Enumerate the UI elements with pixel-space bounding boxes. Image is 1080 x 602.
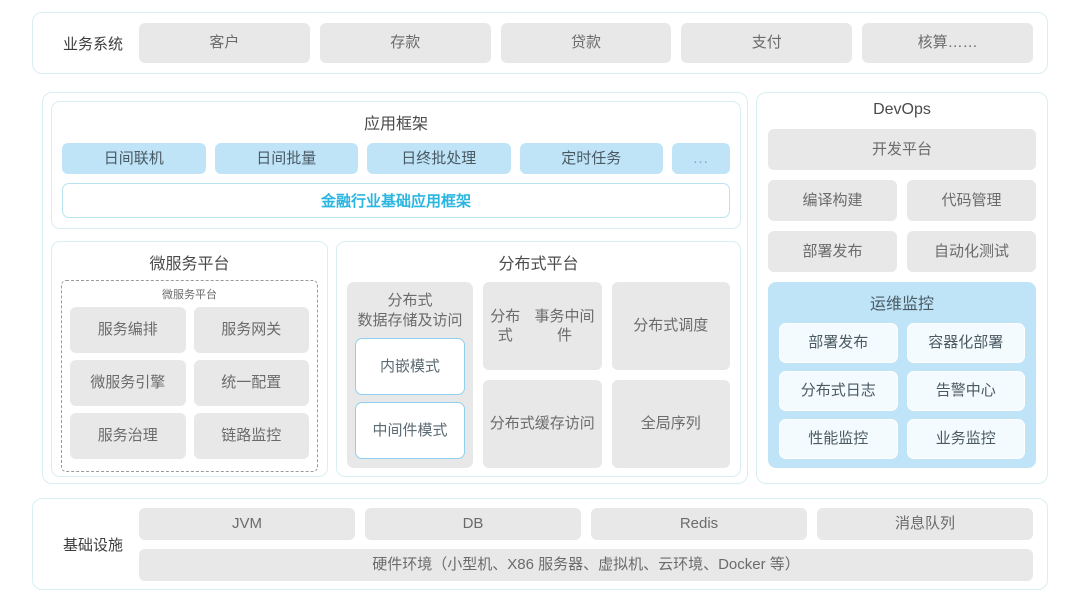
business-item-customer[interactable]: 客户 — [139, 23, 310, 63]
appfw-item-eod-batch[interactable]: 日终批处理 — [367, 143, 511, 174]
msp-item-service-gateway[interactable]: 服务网关 — [193, 307, 309, 353]
business-item-payment[interactable]: 支付 — [681, 23, 853, 63]
business-item-deposit[interactable]: 存款 — [319, 23, 491, 63]
infra-item-jvm[interactable]: JVM — [139, 507, 355, 540]
infra-item-db[interactable]: DB — [365, 507, 581, 540]
application-framework-panel: 应用框架 日间联机 日间批量 日终批处理 定时任务 ... 金融行业基础应用框架 — [51, 101, 741, 229]
devops-title: DevOps — [873, 101, 931, 118]
ops-monitoring-items: 部署发布 容器化部署 分布式日志 告警中心 性能监控 业务监控 — [779, 323, 1025, 459]
dist-cell-global-sequence[interactable]: 全局序列 — [611, 380, 730, 468]
infrastructure-items: JVM DB Redis 消息队列 — [139, 507, 1033, 540]
dist-cell-cache-access[interactable]: 分布式 缓存访问 — [483, 380, 602, 468]
microservice-platform-dashed-box: 微服务平台 服务编排 服务网关 微服务引擎 统一配置 服务治理 链路监控 — [61, 280, 318, 472]
infra-item-redis[interactable]: Redis — [591, 507, 807, 540]
msp-item-service-orchestration[interactable]: 服务编排 — [70, 307, 186, 353]
application-framework-title: 应用框架 — [363, 116, 428, 133]
msp-item-service-governance[interactable]: 服务治理 — [70, 413, 186, 459]
dist-cell-transaction-middleware[interactable]: 分布式 事务中间件 — [483, 282, 602, 370]
infrastructure-content: JVM DB Redis 消息队列 硬件环境（小型机、X86 服务器、虚拟机、云… — [139, 507, 1033, 581]
devops-item-deploy-release[interactable]: 部署发布 — [768, 231, 897, 272]
distributed-platform-columns: 分布式 数据存储及访问 内嵌模式 中间件模式 分布式 事务中间件 分布式调度 分… — [347, 282, 730, 468]
devops-panel: DevOps 开发平台 编译构建 代码管理 部署发布 自动化测试 运维监控 部署… — [756, 92, 1048, 484]
devops-item-compile-build[interactable]: 编译构建 — [768, 180, 897, 221]
distributed-storage-column[interactable]: 分布式 数据存储及访问 内嵌模式 中间件模式 — [347, 282, 473, 468]
infrastructure-label: 基础设施 — [62, 536, 123, 554]
devops-item-code-management[interactable]: 代码管理 — [907, 180, 1036, 221]
infra-item-message-queue[interactable]: 消息队列 — [817, 507, 1033, 540]
microservice-platform-items: 服务编排 服务网关 微服务引擎 统一配置 服务治理 链路监控 — [70, 307, 309, 459]
financial-base-framework-bar[interactable]: 金融行业基础应用框架 — [62, 183, 730, 218]
dist-cell-cache-access-line1: 分布式 — [489, 415, 535, 433]
dist-cell-transaction-middleware-line1: 分布式 — [490, 307, 521, 344]
platform-left-panel: 应用框架 日间联机 日间批量 日终批处理 定时任务 ... 金融行业基础应用框架… — [42, 92, 748, 484]
distributed-storage-mode-middleware[interactable]: 中间件模式 — [355, 402, 465, 459]
distributed-storage-label-line1: 分布式 — [387, 292, 433, 309]
dist-cell-transaction-middleware-line2: 事务中间件 — [534, 307, 595, 344]
dist-cell-scheduling[interactable]: 分布式调度 — [611, 282, 730, 370]
business-item-accounting[interactable]: 核算…… — [862, 23, 1033, 63]
distributed-platform-title: 分布式平台 — [498, 256, 579, 273]
ops-item-distributed-log[interactable]: 分布式日志 — [779, 371, 898, 411]
distributed-storage-label-line2: 数据存储及访问 — [357, 311, 463, 329]
distributed-platform-panel: 分布式平台 分布式 数据存储及访问 内嵌模式 中间件模式 分布式 事务中间件 分… — [336, 241, 741, 477]
distributed-storage-mode-embedded[interactable]: 内嵌模式 — [355, 338, 465, 395]
dist-cell-cache-access-line2: 缓存访问 — [534, 415, 595, 433]
msp-item-microservice-engine[interactable]: 微服务引擎 — [70, 360, 186, 406]
infrastructure-panel: 基础设施 JVM DB Redis 消息队列 硬件环境（小型机、X86 服务器、… — [32, 498, 1048, 590]
devops-item-dev-platform[interactable]: 开发平台 — [768, 129, 1036, 170]
ops-item-performance-monitoring[interactable]: 性能监控 — [779, 419, 898, 459]
ops-item-containerized-deploy[interactable]: 容器化部署 — [906, 323, 1025, 363]
microservice-platform-title: 微服务平台 — [149, 256, 230, 273]
distributed-platform-cells: 分布式 事务中间件 分布式调度 分布式 缓存访问 全局序列 — [483, 282, 730, 468]
ops-monitoring-title: 运维监控 — [869, 296, 934, 313]
business-systems-label: 业务系统 — [62, 35, 123, 53]
appfw-item-daytime-batch[interactable]: 日间批量 — [214, 143, 358, 174]
devops-items-row1: 编译构建 代码管理 — [768, 180, 1036, 221]
microservice-platform-inner-title: 微服务平台 — [162, 289, 217, 301]
ops-item-business-monitoring[interactable]: 业务监控 — [906, 419, 1025, 459]
business-systems-items: 客户 存款 贷款 支付 核算…… — [139, 23, 1033, 63]
devops-column: DevOps 开发平台 编译构建 代码管理 部署发布 自动化测试 运维监控 部署… — [756, 92, 1048, 484]
application-framework-items: 日间联机 日间批量 日终批处理 定时任务 ... — [62, 143, 730, 174]
msp-item-trace-monitoring[interactable]: 链路监控 — [193, 413, 309, 459]
infra-hardware-environment[interactable]: 硬件环境（小型机、X86 服务器、虚拟机、云环境、Docker 等） — [139, 548, 1033, 581]
msp-item-unified-config[interactable]: 统一配置 — [193, 360, 309, 406]
appfw-item-more[interactable]: ... — [672, 143, 730, 174]
business-item-loan[interactable]: 贷款 — [500, 23, 672, 63]
devops-items-row2: 部署发布 自动化测试 — [768, 231, 1036, 272]
appfw-item-daytime-online[interactable]: 日间联机 — [62, 143, 206, 174]
devops-item-automated-test[interactable]: 自动化测试 — [907, 231, 1036, 272]
distributed-storage-label: 分布式 数据存储及访问 — [355, 291, 465, 330]
microservice-platform-panel: 微服务平台 微服务平台 服务编排 服务网关 微服务引擎 统一配置 服务治理 链路… — [51, 241, 328, 477]
ops-monitoring-panel: 运维监控 部署发布 容器化部署 分布式日志 告警中心 性能监控 业务监控 — [768, 282, 1036, 468]
business-systems-panel: 业务系统 客户 存款 贷款 支付 核算…… — [32, 12, 1048, 74]
ops-item-alert-center[interactable]: 告警中心 — [906, 371, 1025, 411]
appfw-item-scheduled-task[interactable]: 定时任务 — [519, 143, 663, 174]
ops-item-deploy-release[interactable]: 部署发布 — [779, 323, 898, 363]
